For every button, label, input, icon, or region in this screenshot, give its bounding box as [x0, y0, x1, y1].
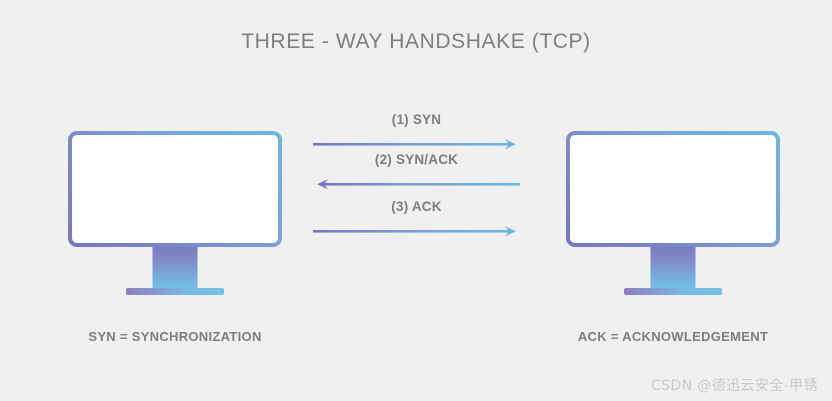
arrow-right-icon: [313, 139, 516, 150]
message-label-ack: (3) ACK: [391, 199, 442, 214]
message-label-syn: (1) SYN: [391, 112, 442, 127]
monitor-stand-base: [624, 288, 722, 295]
arrow-right-icon: [313, 226, 516, 237]
monitor-stand-neck: [152, 247, 198, 288]
monitor-screen: [570, 135, 776, 243]
message-step-2: (2) SYN/ACK: [313, 152, 520, 192]
handshake-messages: (1) SYN (2) SYN/ACK: [313, 112, 520, 247]
monitor-stand-neck: [650, 247, 696, 288]
watermark: CSDN @德迅云安全-甲锈: [650, 378, 818, 394]
monitor-server: [566, 131, 780, 306]
arrow-left-icon: [317, 179, 520, 190]
page-title: THREE - WAY HANDSHAKE (TCP): [241, 30, 591, 53]
monitor-screen: [72, 135, 278, 243]
monitor-client: [68, 131, 282, 306]
message-step-1: (1) SYN: [313, 112, 520, 152]
monitor-stand-base: [126, 288, 224, 295]
message-label-syn-ack: (2) SYN/ACK: [374, 152, 459, 167]
monitor-screen-frame: [68, 131, 282, 247]
message-step-3: (3) ACK: [313, 199, 520, 239]
caption-syn: SYN = SYNCHRONIZATION: [88, 329, 262, 344]
monitor-screen-frame: [566, 131, 780, 247]
caption-ack: ACK = ACKNOWLEDGEMENT: [577, 329, 769, 344]
